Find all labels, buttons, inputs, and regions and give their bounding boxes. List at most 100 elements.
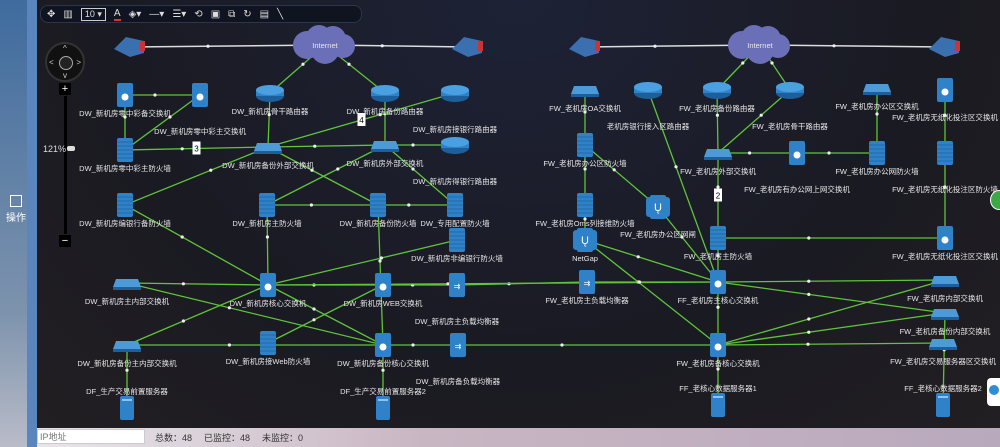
link-m21-m20[interactable]: [717, 312, 946, 346]
link-n5-n7[interactable]: 4: [267, 92, 456, 148]
link-m15-m16[interactable]: [718, 236, 945, 240]
link-n2-n6[interactable]: [124, 94, 201, 151]
sidebar-collapse-strip[interactable]: [27, 0, 37, 447]
link-line[interactable]: [717, 342, 944, 346]
node-switch[interactable]: DW_新机房备份主内部交换机: [77, 341, 177, 368]
link-line[interactable]: [717, 89, 791, 154]
link-m2-m18[interactable]: [647, 89, 719, 283]
link-m7-m13[interactable]: [584, 144, 659, 208]
node-firewall[interactable]: DW_新机房零中彩主防火墙: [79, 138, 171, 173]
node-firewall[interactable]: FW_老机房主防火墙: [684, 226, 753, 261]
node-gateway[interactable]: [114, 37, 145, 57]
operations-tab[interactable]: 操作: [0, 195, 32, 235]
node-switch[interactable]: DW_新机房外部交换机: [347, 141, 424, 168]
link-line[interactable]: [266, 204, 269, 286]
link-n6-n7[interactable]: 3: [124, 141, 269, 155]
node-firewall[interactable]: DW_新机房非编银行防火墙: [411, 228, 503, 263]
node-l3[interactable]: DW_新机房核心交换机: [230, 273, 307, 308]
node-l3[interactable]: FW_老机房备核心交换机: [676, 333, 760, 368]
link-m3-m8[interactable]: [715, 89, 720, 154]
link-n15-n16[interactable]: [126, 282, 269, 286]
fit-icon[interactable]: ▥: [63, 8, 73, 20]
link-m9-m10[interactable]: [797, 151, 877, 155]
node-switch[interactable]: FW_老机房外部交换机: [680, 149, 756, 176]
node-router[interactable]: DW_新机房备份路由器: [347, 85, 424, 116]
link-n22-m21[interactable]: [458, 343, 718, 347]
pan-right-icon[interactable]: >: [76, 58, 81, 67]
link-n3-n7[interactable]: [267, 92, 271, 148]
node-gateway[interactable]: [452, 37, 483, 57]
refresh-icon[interactable]: ↻: [243, 8, 252, 20]
text-color-icon[interactable]: A: [113, 7, 121, 21]
pan-control[interactable]: ^ < > v: [45, 42, 85, 82]
topology-diagram[interactable]: 432InternetDW_新机房零中彩备交换机DW_新机房零中彩主交换机DW_…: [0, 0, 1000, 428]
link-n1-n2[interactable]: [125, 93, 200, 97]
node-l3[interactable]: DW_新机房零中彩主交换机: [154, 83, 246, 136]
link-line[interactable]: [584, 239, 719, 346]
move-icon[interactable]: ✥: [47, 8, 56, 20]
draw-line-icon[interactable]: ╲: [277, 8, 284, 20]
link-line[interactable]: [717, 279, 946, 283]
link-line[interactable]: [267, 144, 386, 148]
link-line[interactable]: [267, 284, 384, 346]
node-firewall[interactable]: DW_新机房备份防火墙: [340, 193, 417, 228]
link-m11-m16[interactable]: [943, 153, 947, 238]
node-switch[interactable]: FW_老机房备份内部交换机: [900, 309, 991, 336]
node-gateway[interactable]: [569, 37, 600, 57]
save-icon[interactable]: ▤: [259, 8, 270, 20]
node-router[interactable]: FW_老机房备份路由器: [679, 82, 755, 113]
node-gateway[interactable]: [929, 37, 960, 57]
link-m13-m18[interactable]: [657, 206, 719, 283]
link-line[interactable]: [657, 206, 719, 283]
node-firewall[interactable]: FW_老机房Oms列接维防火墙: [535, 193, 635, 228]
link-line[interactable]: [584, 144, 659, 208]
node-l3[interactable]: DW_新机房WEB交换机: [344, 273, 423, 308]
zoom-in-button[interactable]: +: [59, 83, 71, 95]
link-line[interactable]: [126, 282, 269, 286]
link-line[interactable]: [126, 284, 269, 346]
line-width-icon[interactable]: ☰▾: [172, 8, 187, 20]
node-router[interactable]: 老机房银行接入区路由器: [607, 82, 690, 131]
link-n19-n16[interactable]: [126, 284, 269, 346]
node-cloud[interactable]: Internet: [728, 25, 790, 64]
link-line[interactable]: [267, 92, 271, 148]
node-lb[interactable]: ⇉FW_老机房主负载均衡器: [545, 270, 629, 305]
link-m14-m18[interactable]: [584, 239, 719, 283]
copy-icon[interactable]: ⧉: [228, 8, 236, 20]
link-gw1-inet1[interactable]: [129, 44, 326, 48]
remote-support-button[interactable]: [987, 378, 1000, 406]
link-line[interactable]: [266, 144, 386, 206]
link-inet2-gw4[interactable]: [759, 44, 946, 48]
link-line[interactable]: [126, 282, 384, 346]
node-lb[interactable]: ⇉DW_新机房主负载均衡器: [415, 273, 500, 326]
node-router[interactable]: FW_老机房骨干路由器: [752, 82, 828, 131]
node-l3[interactable]: FW_老机房无纸化投注区交换机: [892, 226, 998, 261]
node-server[interactable]: DF_生产交易前置服务器: [86, 386, 168, 420]
link-m17-m18[interactable]: [587, 280, 718, 284]
paint-icon[interactable]: ⟲: [194, 8, 203, 20]
node-firewall[interactable]: DW_新机房接Web防火墙: [226, 331, 311, 366]
node-firewall[interactable]: FW_老机房办公网防火墙: [835, 141, 919, 176]
line-style-icon[interactable]: —▾: [149, 8, 165, 20]
node-router[interactable]: DW_新机房骨干路由器: [232, 85, 309, 116]
link-line[interactable]: [129, 44, 326, 48]
link-line[interactable]: [124, 146, 269, 206]
link-n15-n21[interactable]: [126, 282, 384, 346]
zoom-slider[interactable]: [64, 96, 67, 234]
node-firewall[interactable]: FW_老机房无纸化投注区防火墙: [892, 141, 998, 194]
link-m21-m19[interactable]: [717, 279, 946, 346]
node-switch[interactable]: DW_新机房备份外部交换机: [222, 143, 314, 170]
node-cloud[interactable]: Internet: [293, 25, 355, 64]
node-switch[interactable]: FW_老机房交易服务器区交换机: [890, 339, 996, 366]
node-switch[interactable]: DW_新机房主内部交换机: [85, 279, 170, 306]
link-line[interactable]: [942, 312, 946, 406]
link-n11-n16[interactable]: [265, 204, 269, 286]
node-switch[interactable]: FW_老机房OA交换机: [549, 86, 621, 113]
link-line[interactable]: [267, 284, 384, 344]
link-line[interactable]: [584, 239, 719, 283]
topology-canvas[interactable]: [37, 0, 1000, 428]
node-style-icon[interactable]: ◈▾: [128, 8, 142, 20]
link-line[interactable]: [384, 144, 456, 206]
zoom-slider-handle[interactable]: [67, 146, 75, 151]
link-line[interactable]: [759, 44, 946, 48]
